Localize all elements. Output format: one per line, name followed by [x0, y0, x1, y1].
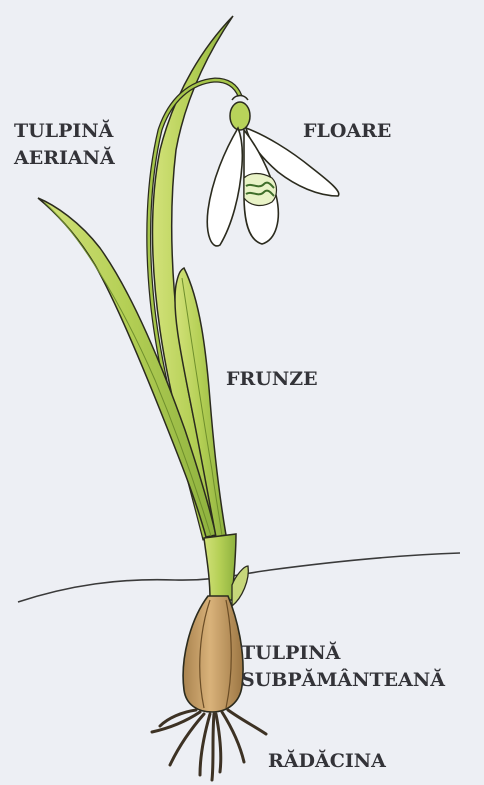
flower-petal-left: [207, 128, 242, 246]
label-aerial-stem-line2: AERIANĂ: [14, 145, 115, 172]
flower-ovary: [230, 102, 250, 130]
roots: [152, 710, 266, 780]
label-aerial-stem: TULPINĂ AERIANĂ: [14, 118, 115, 172]
bulb-neck: [204, 534, 236, 600]
flower-corona: [244, 174, 277, 206]
label-leaves: FRUNZE: [226, 366, 318, 393]
label-underground-stem-line2: SUBPĂMÂNTEANĂ: [241, 667, 445, 694]
label-underground-stem-line1: TULPINĂ: [241, 640, 445, 667]
bulb: [183, 596, 243, 712]
label-underground-stem: TULPINĂ SUBPĂMÂNTEANĂ: [241, 640, 445, 694]
label-flower: FLOARE: [303, 118, 391, 145]
label-aerial-stem-line1: TULPINĂ: [14, 118, 115, 145]
label-root: RĂDĂCINA: [268, 748, 386, 775]
